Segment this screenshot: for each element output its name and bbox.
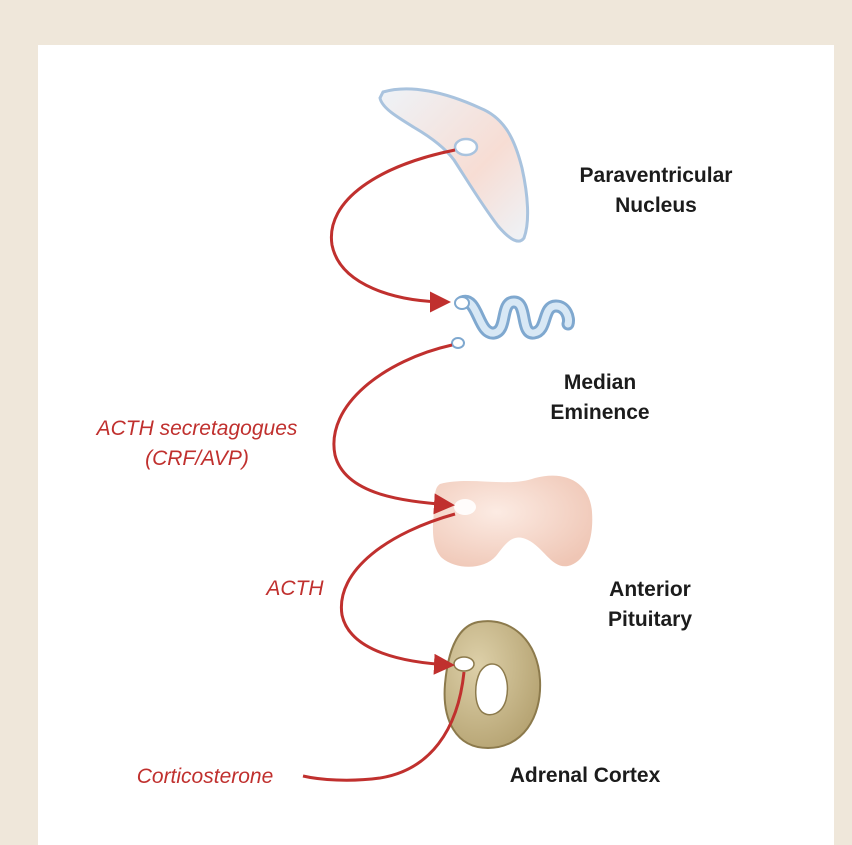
arrow-pvn-to-me [331, 150, 455, 302]
paraventricular-origin-dot [455, 139, 477, 155]
median-eminence-label: Median Eminence [500, 368, 700, 428]
median-eminence-terminal [455, 297, 469, 309]
adrenal-cortex-label: Adrenal Cortex [490, 761, 680, 791]
anterior-pituitary-label: Anterior Pituitary [565, 575, 735, 635]
adrenal-medulla-hole [476, 664, 508, 715]
corticosterone-label: Corticosterone [115, 762, 295, 792]
paraventricular-nucleus-label: Paraventricular Nucleus [556, 161, 756, 221]
adrenal-exit-dot [454, 657, 474, 671]
arrow-adrenal-output [303, 672, 464, 780]
acth-secretagogues-label: ACTH secretagogues (CRF/AVP) [82, 414, 312, 474]
arrow-me-to-pituitary [334, 345, 452, 505]
anterior-pituitary-entry [454, 499, 476, 515]
anterior-pituitary-shape [433, 476, 592, 567]
acth-label: ACTH [255, 574, 335, 604]
